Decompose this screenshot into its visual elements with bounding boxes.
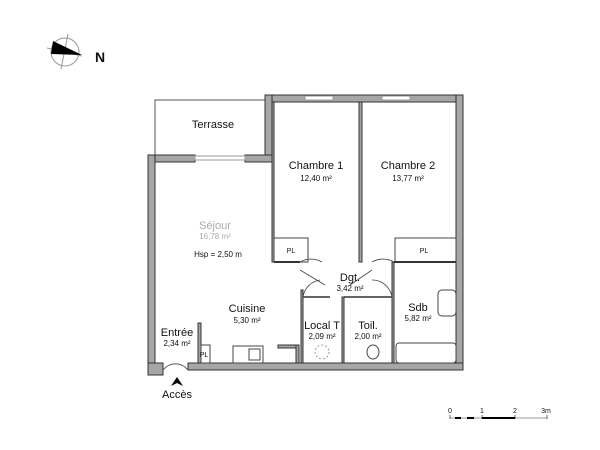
area-sdb: 5,82 m² <box>404 314 431 323</box>
label-chambre2: Chambre 2 <box>381 160 435 172</box>
scale-tick: 0 <box>448 408 452 415</box>
closet-chambre1 <box>273 237 309 263</box>
closet-label: PL <box>420 248 429 255</box>
closet-chambre2 <box>394 237 457 263</box>
label-sejour: Séjour <box>199 220 231 232</box>
window <box>304 95 334 101</box>
window <box>381 95 411 101</box>
scale-tick: 1 <box>480 408 484 415</box>
scale-bar: 0 1 2 3m <box>448 408 551 419</box>
access-arrow-icon <box>171 377 183 386</box>
toilet <box>366 344 380 360</box>
area-cuisine: 5,30 m² <box>233 316 260 325</box>
area-chambre1: 12,40 m² <box>300 174 332 183</box>
label-toil: Toil. <box>358 320 378 332</box>
north-label: N <box>95 49 105 65</box>
compass-icon <box>46 33 83 70</box>
access-label: Accès <box>162 389 192 401</box>
ceiling-height: Hsp = 2,50 m <box>194 250 242 259</box>
scale-tick: 3m <box>541 408 551 415</box>
washbasin <box>437 289 457 317</box>
label-entree: Entrée <box>161 327 193 339</box>
label-local: Local T <box>304 320 340 332</box>
label-sdb: Sdb <box>408 302 428 314</box>
label-dgt: Dgt. <box>340 272 360 284</box>
scale-tick: 2 <box>513 408 517 415</box>
area-chambre2: 13,77 m² <box>392 174 424 183</box>
area-sejour: 16,78 m² <box>199 232 231 241</box>
area-entree: 2,34 m² <box>163 339 190 348</box>
doors <box>162 258 395 371</box>
bathtub <box>395 342 457 364</box>
label-chambre1: Chambre 1 <box>289 160 343 172</box>
window <box>194 155 246 161</box>
closet-entree <box>200 344 211 364</box>
walls <box>147 94 464 376</box>
sink-basin <box>248 348 261 361</box>
closet-label: PL <box>287 248 296 255</box>
label-cuisine: Cuisine <box>229 303 266 315</box>
area-local: 2,09 m² <box>308 332 335 341</box>
closet-label: PL <box>200 352 209 359</box>
water-heater <box>314 344 330 360</box>
label-terrasse: Terrasse <box>192 119 234 131</box>
area-dgt: 3,42 m² <box>336 284 363 293</box>
area-toil: 2,00 m² <box>354 332 381 341</box>
